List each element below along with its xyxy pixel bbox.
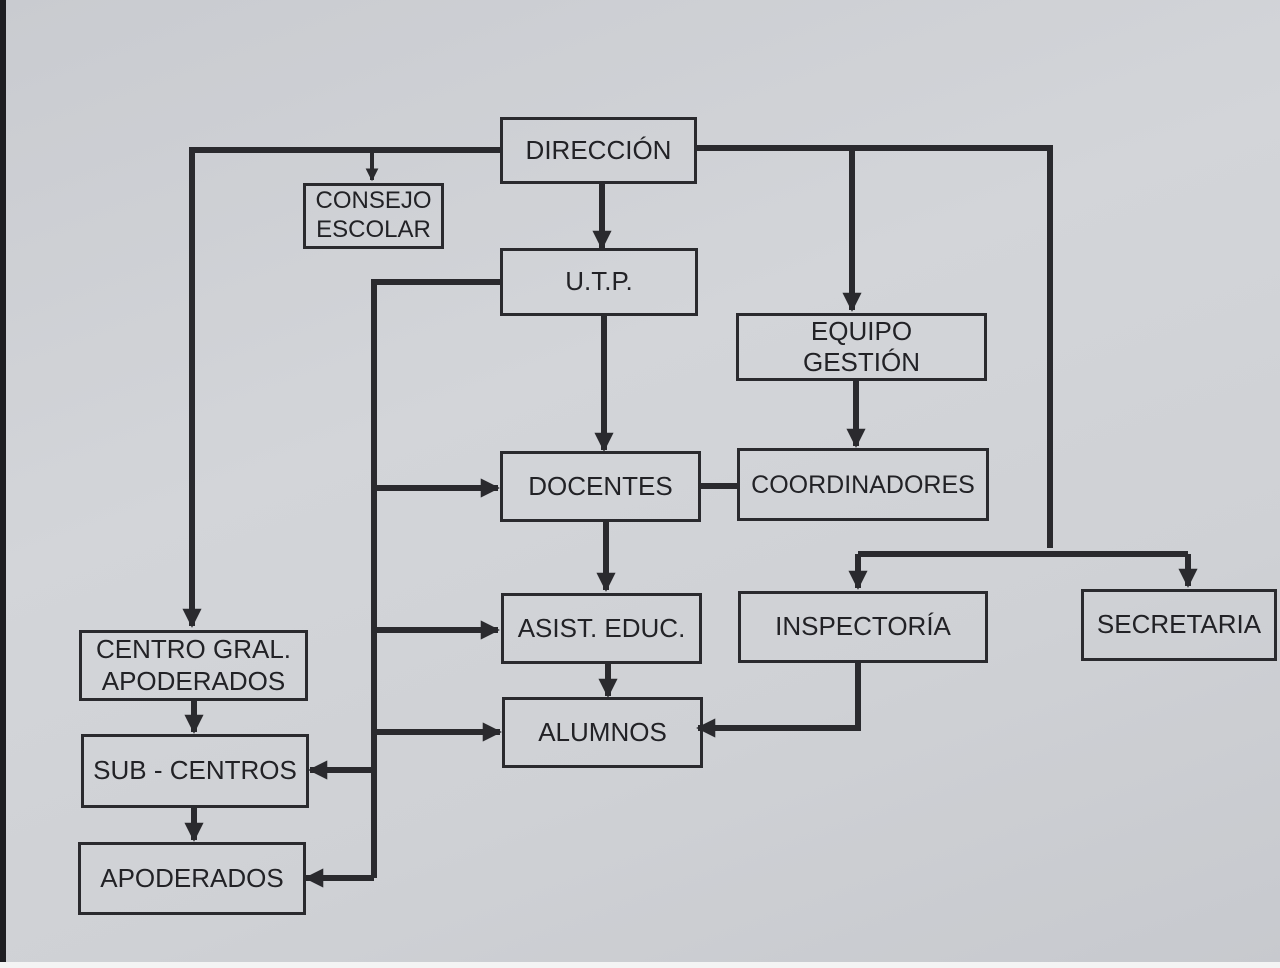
edge-direccion-centro [182, 147, 500, 628]
label-direccion: DIRECCIÓN [525, 134, 672, 165]
label-inspectoria: INSPECTORÍA [775, 611, 951, 642]
photo-left-edge [0, 0, 6, 968]
label-equipo-gestion: EQUIPO GESTIÓN [802, 315, 920, 377]
box-sub-centros: SUB - CENTROS [81, 734, 309, 808]
label-asist-educ: ASIST. EDUC. [517, 612, 686, 643]
box-docentes: DOCENTES [500, 451, 701, 522]
box-coordinadores: COORDINADORES [737, 448, 989, 521]
edge-inspectoria-alumnos [696, 662, 861, 738]
label-alumnos: ALUMNOS [538, 716, 667, 747]
box-equipo-gestion: EQUIPO GESTIÓN [736, 313, 987, 381]
box-alumnos: ALUMNOS [502, 697, 703, 768]
label-apoderados: APODERADOS [100, 862, 284, 893]
label-consejo-escolar: CONSEJO ESCOLAR [315, 187, 432, 243]
label-coordinadores: COORDINADORES [751, 470, 975, 499]
box-centro-gral-apoderados: CENTRO GRAL. APODERADOS [79, 630, 308, 701]
box-asist-educ: ASIST. EDUC. [501, 593, 702, 664]
box-direccion: DIRECCIÓN [500, 117, 697, 184]
label-sub-centros: SUB - CENTROS [93, 755, 297, 786]
box-consejo-escolar: CONSEJO ESCOLAR [303, 183, 444, 249]
label-centro-gral-apoderados: CENTRO GRAL. APODERADOS [95, 634, 292, 696]
box-secretaria: SECRETARIA [1081, 589, 1277, 661]
label-utp: U.T.P. [565, 266, 633, 297]
box-inspectoria: INSPECTORÍA [738, 591, 988, 663]
label-docentes: DOCENTES [528, 470, 673, 501]
edge-direccion-rail [697, 145, 1053, 548]
photo-bottom-edge [0, 962, 1280, 968]
edge-utp-rail [371, 279, 500, 878]
box-apoderados: APODERADOS [78, 842, 306, 915]
box-utp: U.T.P. [500, 248, 698, 316]
label-secretaria: SECRETARIA [1096, 609, 1262, 640]
